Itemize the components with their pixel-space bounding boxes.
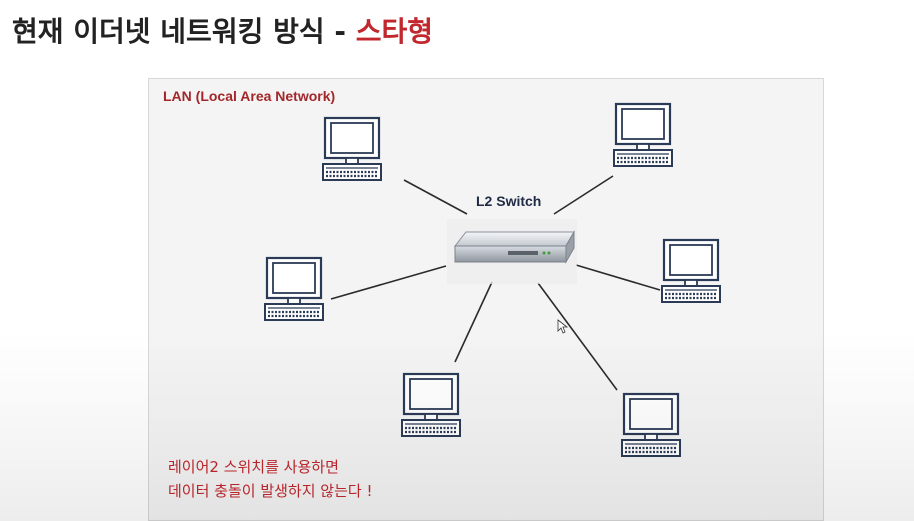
title-main: 현재 이더넷 네트워킹 방식 - bbox=[12, 15, 356, 48]
pc-bottom-center-icon bbox=[400, 372, 462, 438]
note-line-1: 레이어2 스위치를 사용하면 bbox=[168, 458, 339, 476]
link-top-left bbox=[403, 179, 468, 215]
link-middle-right bbox=[575, 264, 661, 291]
title-accent: 스타형 bbox=[355, 15, 434, 48]
link-top-right bbox=[553, 175, 614, 215]
link-bottom-center bbox=[454, 281, 493, 363]
pc-middle-right-icon bbox=[660, 238, 722, 304]
link-middle-left bbox=[330, 265, 447, 300]
page-title: 현재 이더넷 네트워킹 방식 - 스타형 bbox=[12, 10, 433, 50]
network-label: LAN (Local Area Network) bbox=[163, 88, 336, 104]
connection-lines bbox=[330, 175, 661, 391]
mouse-cursor-icon bbox=[557, 319, 569, 334]
l2-switch-icon bbox=[447, 219, 577, 284]
note-line-2: 데이터 충돌이 발생하지 않는다 ! bbox=[168, 482, 373, 500]
pc-bottom-right-icon bbox=[620, 392, 682, 458]
link-bottom-right bbox=[537, 282, 618, 391]
pc-top-left-icon bbox=[321, 116, 383, 182]
pc-middle-left-icon bbox=[263, 256, 325, 322]
switch-label: L2 Switch bbox=[476, 193, 542, 209]
pc-top-right-icon bbox=[612, 102, 674, 168]
